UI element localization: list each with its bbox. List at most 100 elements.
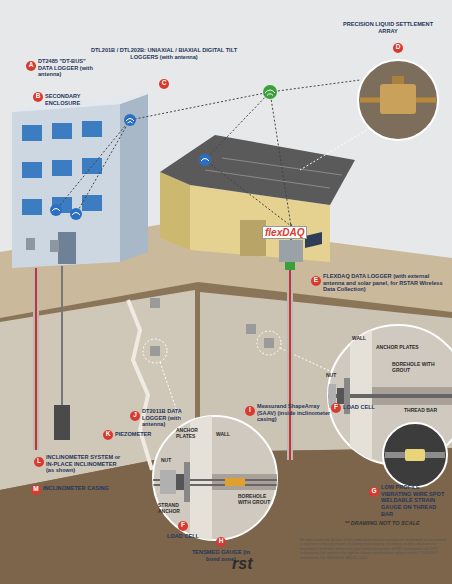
anchor-plate — [264, 338, 274, 348]
detail-ring — [143, 339, 167, 363]
callout-circle: EFLEXDAQ DATA LOGGER (with external ante… — [311, 276, 321, 286]
solar-row — [222, 158, 342, 175]
callout-text: Measurand ShapeArray (SAAV) (inside incl… — [257, 403, 337, 423]
window — [52, 160, 72, 176]
part-label: NUT — [161, 458, 171, 464]
building-front — [12, 104, 120, 268]
callout-letter: E — [311, 276, 321, 283]
detail-leader — [300, 128, 370, 170]
window — [82, 158, 102, 174]
strand-detail — [150, 410, 282, 550]
callout-circle: ADT2485 "DT-BUS" DATA LOGGER (with anten… — [26, 61, 36, 71]
window — [52, 123, 72, 139]
sensor-cap — [392, 76, 404, 84]
callout-letter: B — [33, 92, 43, 99]
callout-letter: C — [159, 79, 169, 86]
solar-row — [205, 170, 330, 188]
wireless-link — [205, 160, 291, 226]
tensmeg-gauge — [225, 478, 245, 486]
nut — [176, 474, 184, 490]
brand-logo: rst — [232, 556, 252, 572]
callout-circle: HTENSMEG GAUGE (in bond zone) — [216, 537, 226, 547]
callout-circle: GLOW PROFILE VIBRATING WIRE SPOT WELDABL… — [369, 487, 379, 497]
callout-letter: I — [245, 406, 255, 413]
enclosure — [50, 240, 59, 252]
part-label: NUT — [326, 373, 336, 379]
wireless-link — [270, 80, 360, 92]
wireless-link — [130, 92, 270, 120]
part-label: STRAND ANCHOR — [158, 503, 198, 515]
callout-text: FLEXDAQ DATA LOGGER (with external anten… — [323, 273, 448, 293]
callout-letter: H — [216, 537, 226, 544]
callout-circle: CDTL201B / DTL202B: UNIAXIAL / BIAXIAL D… — [159, 79, 169, 89]
solar-panel — [305, 232, 322, 248]
callout-text: LOW PROFILE VIBRATING WIRE SPOT WELDABLE… — [381, 484, 447, 518]
callout-circle: JDT2011B DATA LOGGER (with antenna) — [130, 411, 140, 421]
scale-note: ** DRAWING NOT TO SCALE — [345, 520, 420, 527]
callout-text: DT2011B DATA LOGGER (with antenna) — [142, 408, 202, 428]
warehouse-roof — [160, 135, 355, 205]
wifi-icon — [124, 114, 136, 126]
wireless-link — [56, 120, 130, 210]
callout-circle: LINCLINOMETER SYSTEM or IN-PLACE INCLINO… — [34, 457, 44, 467]
callout-letter: J — [130, 411, 140, 418]
door — [58, 232, 76, 264]
part-label: THREAD BAR — [404, 408, 444, 414]
load-cell — [160, 470, 176, 494]
anchor-plate — [184, 462, 190, 502]
window — [22, 199, 42, 215]
callout-letter: G — [369, 487, 379, 494]
wireless-link — [270, 92, 291, 226]
callout-circle: IMeasurand ShapeArray (SAAV) (inside inc… — [245, 406, 255, 416]
piezometer-cable — [61, 266, 63, 405]
callout-text: INCLINOMETER CASING — [43, 485, 123, 492]
wifi-icon — [263, 85, 277, 99]
callout-circle: FLOAD CELL — [331, 403, 341, 413]
anchor-plate — [246, 324, 256, 334]
detail-circle — [383, 423, 447, 487]
window — [22, 162, 42, 178]
callout-circle: DPRECISION LIQUID SETTLEMENT ARRAY — [393, 43, 403, 53]
window — [82, 121, 102, 137]
callout-text: PRECISION LIQUID SETTLEMENT ARRAY — [333, 21, 443, 34]
part-label: ANCHOR PLATES — [176, 428, 210, 440]
callout-letter: A — [26, 61, 36, 68]
nut — [337, 388, 344, 404]
callout-text: PIEZOMETER — [115, 431, 175, 438]
wireless-link — [205, 92, 270, 160]
enclosure — [26, 238, 35, 250]
part-label: BOREHOLE WITH GROUT — [238, 494, 272, 506]
part-label: WALL — [352, 336, 366, 342]
callout-letter: D — [393, 43, 403, 50]
strain-gauge — [405, 449, 425, 461]
callout-circle: FLOAD CELL — [178, 521, 188, 531]
callout-letter: L — [34, 457, 44, 464]
shapearray — [289, 268, 291, 460]
callout-letter: K — [103, 430, 113, 437]
callout-text: LOAD CELL — [343, 404, 393, 411]
saa-cap — [285, 262, 295, 270]
detail-ring — [257, 331, 281, 355]
grout — [212, 474, 282, 490]
wifi-arcs — [52, 90, 275, 215]
callout-text: SECONDARY ENCLOSURE — [45, 93, 115, 106]
callout-text: DTL201B / DTL202B: UNIAXIAL / BIAXIAL DI… — [79, 47, 249, 60]
detail-circle — [358, 60, 438, 140]
callout-letter: F — [331, 403, 341, 410]
copyright-text: All rights reserved. No part of this pub… — [300, 538, 448, 560]
wifi-icon — [199, 154, 211, 166]
callout-text: DT2485 "DT-BUS" DATA LOGGER (with antenn… — [38, 58, 98, 78]
part-label: WALL — [216, 432, 230, 438]
saa-casing — [287, 268, 293, 460]
inclinometer — [35, 268, 37, 450]
crack — [128, 300, 152, 470]
gravel-zone — [54, 405, 70, 440]
left-wall — [0, 290, 195, 490]
flexdaq-box — [279, 240, 303, 262]
callout-letter: F — [178, 521, 188, 528]
window — [22, 125, 42, 141]
callout-letter: M — [31, 485, 41, 492]
brand-logo: flexDAQ — [262, 226, 307, 239]
